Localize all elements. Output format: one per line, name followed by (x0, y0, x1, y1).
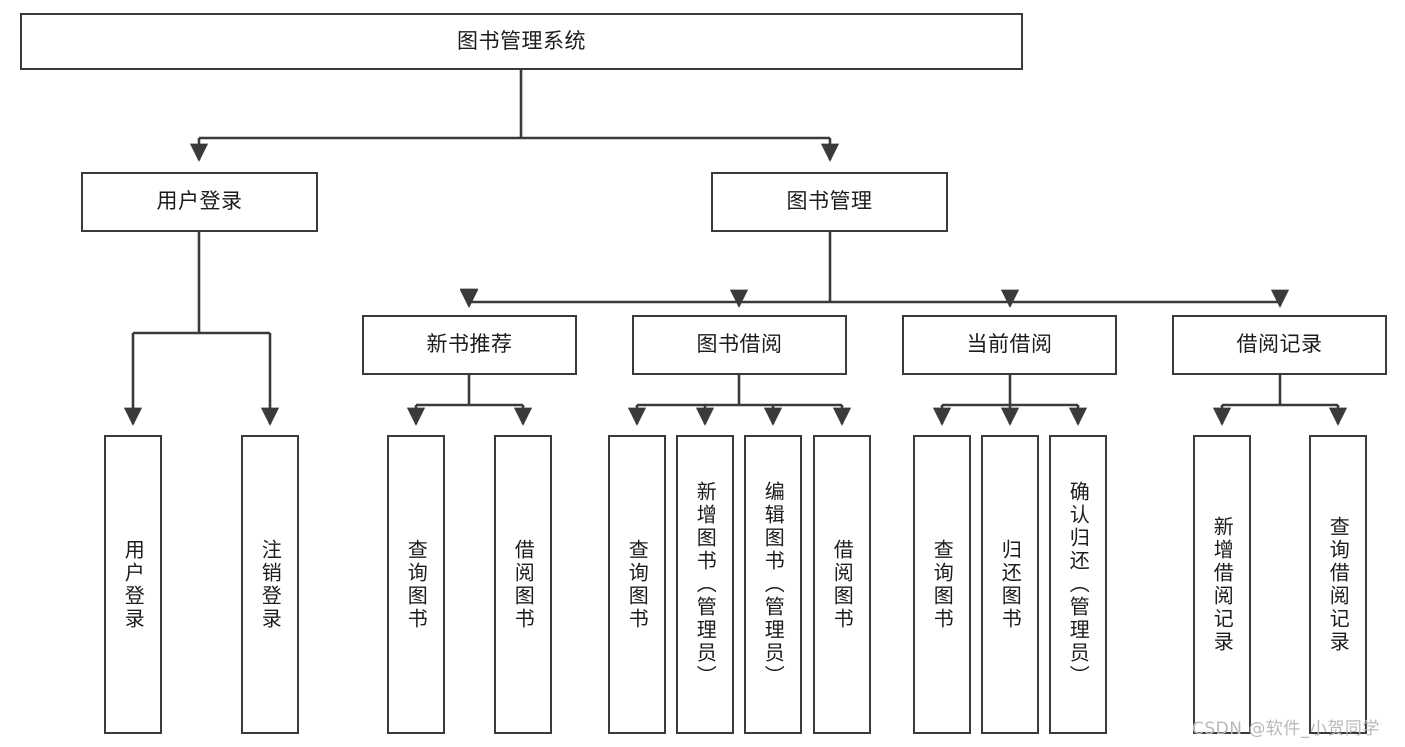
node-label: 新书推荐 (426, 332, 513, 357)
node-label: 确认归还（管理员） (1066, 481, 1091, 688)
node-label: 图书管理 (786, 189, 873, 214)
leaf-edit-book-admin[interactable]: 编辑图书（管理员） (744, 435, 802, 734)
leaf-query-borrow-record[interactable]: 查询借阅记录 (1309, 435, 1367, 734)
leaf-user-login[interactable]: 用户登录 (104, 435, 162, 734)
csdn-watermark: CSDN @软件_小贺同学 (1192, 719, 1380, 739)
leaf-logout-login[interactable]: 注销登录 (241, 435, 299, 734)
node-label: 借阅记录 (1236, 332, 1323, 357)
node-label: 借阅图书 (830, 538, 855, 631)
node-current-borrow[interactable]: 当前借阅 (902, 315, 1117, 375)
node-label: 查询图书 (404, 538, 429, 631)
node-new-book-recommend[interactable]: 新书推荐 (362, 315, 577, 375)
node-label: 查询借阅记录 (1326, 515, 1351, 654)
node-book-borrow[interactable]: 图书借阅 (632, 315, 847, 375)
leaf-add-book-admin[interactable]: 新增图书（管理员） (676, 435, 734, 734)
node-label: 图书管理系统 (457, 28, 586, 53)
node-label: 当前借阅 (966, 332, 1053, 357)
node-label: 图书借阅 (696, 332, 783, 357)
node-label: 新增借阅记录 (1210, 515, 1235, 654)
node-label: 归还图书 (998, 538, 1023, 631)
leaf-add-borrow-record[interactable]: 新增借阅记录 (1193, 435, 1251, 734)
node-label: 新增图书（管理员） (693, 481, 718, 688)
node-label: 用户登录 (121, 538, 146, 631)
node-label: 注销登录 (258, 538, 283, 631)
node-user-login[interactable]: 用户登录 (81, 172, 318, 232)
node-label: 借阅图书 (511, 538, 536, 631)
leaf-query-book-borrow[interactable]: 查询图书 (608, 435, 666, 734)
node-root-book-management-system[interactable]: 图书管理系统 (20, 13, 1023, 70)
node-label: 编辑图书（管理员） (761, 481, 786, 688)
leaf-confirm-return-admin[interactable]: 确认归还（管理员） (1049, 435, 1107, 734)
leaf-borrow-book[interactable]: 借阅图书 (813, 435, 871, 734)
leaf-return-book[interactable]: 归还图书 (981, 435, 1039, 734)
leaf-query-book-recommend[interactable]: 查询图书 (387, 435, 445, 734)
node-book-management[interactable]: 图书管理 (711, 172, 948, 232)
node-label: 用户登录 (156, 189, 243, 214)
node-borrow-record[interactable]: 借阅记录 (1172, 315, 1387, 375)
leaf-borrow-book-recommend[interactable]: 借阅图书 (494, 435, 552, 734)
node-label: 查询图书 (625, 538, 650, 631)
leaf-query-book-current[interactable]: 查询图书 (913, 435, 971, 734)
node-label: 查询图书 (930, 538, 955, 631)
